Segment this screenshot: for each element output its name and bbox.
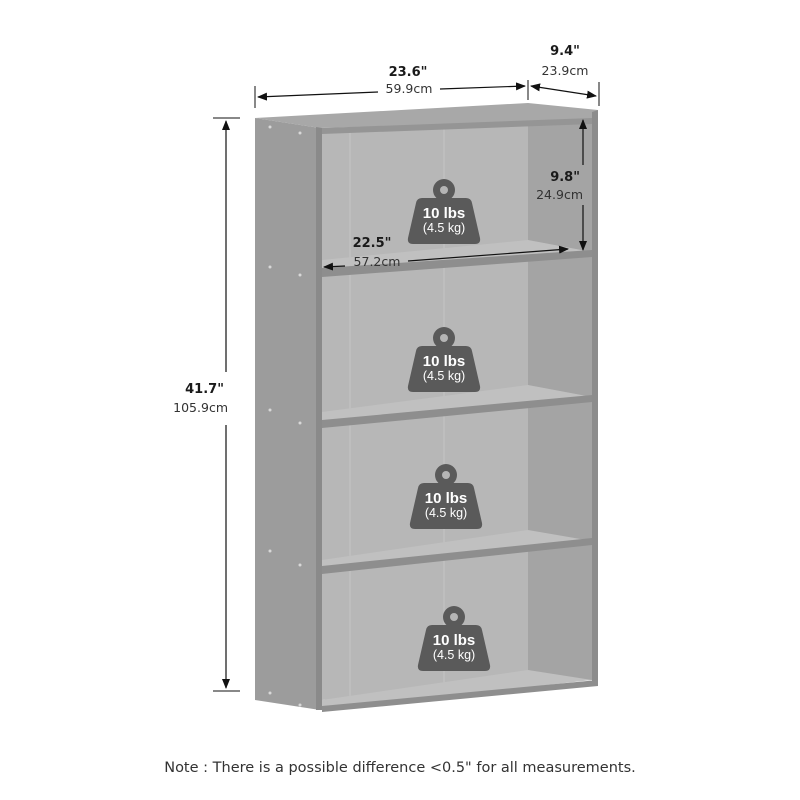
svg-text:10 lbs: 10 lbs bbox=[423, 205, 466, 222]
shelf-3 bbox=[322, 530, 592, 574]
shelf-width-dimension: 22.5" 57.2cm bbox=[323, 236, 569, 271]
weight-icon-shelf-3: 10 lbs (4.5 kg) bbox=[409, 464, 483, 529]
svg-text:22.5": 22.5" bbox=[353, 236, 392, 251]
svg-text:23.9cm: 23.9cm bbox=[542, 63, 589, 78]
bookcase bbox=[255, 103, 598, 712]
left-side-panel bbox=[255, 118, 320, 710]
measurement-note: Note : There is a possible difference <0… bbox=[164, 760, 636, 776]
svg-text:23.6": 23.6" bbox=[389, 65, 428, 80]
weight-icon-shelf-1: 10 lbs (4.5 kg) bbox=[407, 179, 481, 244]
svg-text:10 lbs: 10 lbs bbox=[425, 490, 468, 507]
svg-text:59.9cm: 59.9cm bbox=[386, 81, 433, 96]
svg-text:10 lbs: 10 lbs bbox=[433, 632, 476, 649]
svg-text:(4.5 kg): (4.5 kg) bbox=[423, 369, 465, 383]
height-dimension: 41.7" 105.9cm bbox=[173, 117, 240, 692]
svg-text:9.8": 9.8" bbox=[550, 170, 580, 185]
shelf-1 bbox=[322, 240, 592, 277]
bottom-panel bbox=[322, 670, 598, 712]
svg-text:10 lbs: 10 lbs bbox=[423, 353, 466, 370]
shelf-2 bbox=[322, 385, 592, 428]
weight-icon-shelf-2: 10 lbs (4.5 kg) bbox=[407, 327, 481, 392]
svg-text:(4.5 kg): (4.5 kg) bbox=[425, 506, 467, 520]
svg-text:24.9cm: 24.9cm bbox=[536, 187, 583, 202]
svg-text:105.9cm: 105.9cm bbox=[173, 400, 228, 415]
svg-text:41.7": 41.7" bbox=[185, 382, 224, 397]
svg-text:(4.5 kg): (4.5 kg) bbox=[433, 648, 475, 662]
svg-text:(4.5 kg): (4.5 kg) bbox=[423, 221, 465, 235]
weight-icon-shelf-4: 10 lbs (4.5 kg) bbox=[417, 606, 491, 671]
svg-text:57.2cm: 57.2cm bbox=[354, 254, 401, 269]
width-dimension: 23.6" 59.9cm bbox=[254, 65, 529, 108]
svg-text:9.4": 9.4" bbox=[550, 44, 580, 59]
depth-dimension: 9.4" 23.9cm bbox=[530, 44, 600, 106]
shelf-height-dimension: 9.8" 24.9cm bbox=[536, 119, 587, 251]
